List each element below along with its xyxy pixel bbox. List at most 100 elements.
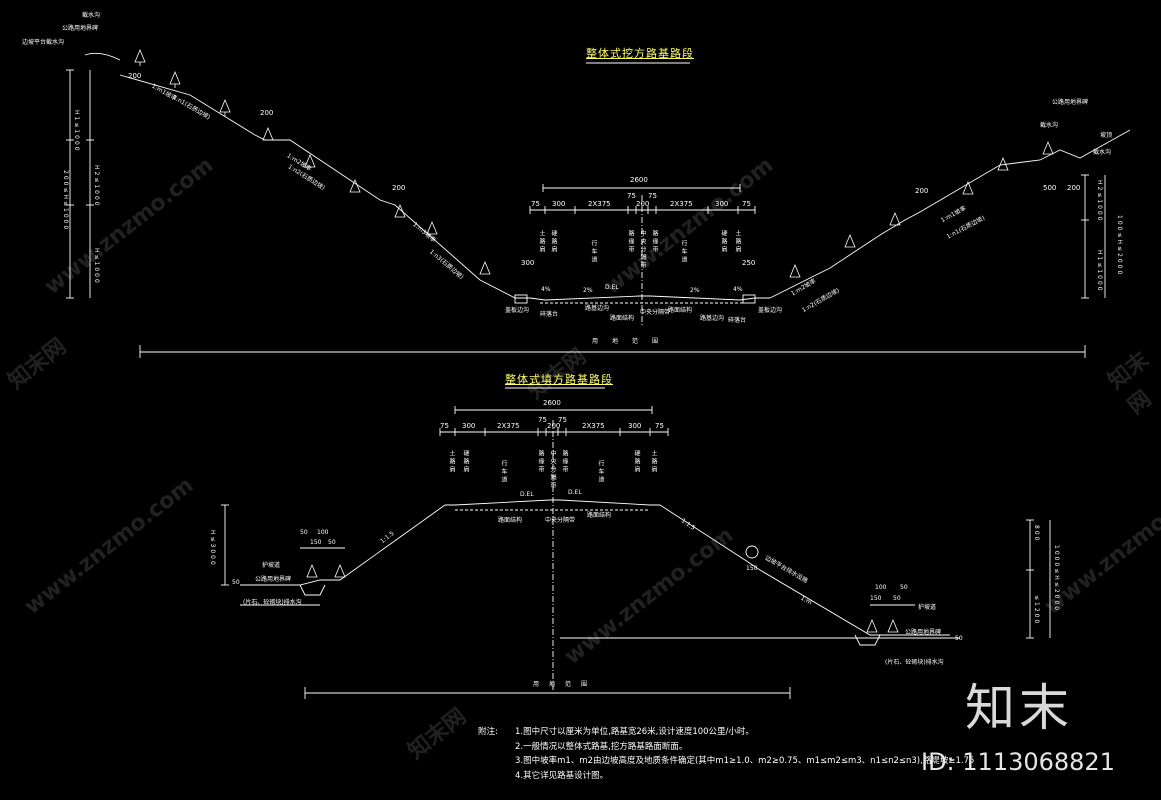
top-pct-right: 2%	[690, 287, 700, 294]
fill-lane-label-2: 行车道	[500, 460, 507, 484]
lane-label-1: 硬路肩	[550, 230, 557, 254]
fill-lane-label-0: 土路肩	[448, 450, 455, 474]
note-line-2: 2.一般情况以整体式路基,挖方路基路面断面。	[515, 741, 688, 752]
notes-block: 1.图中尺寸以厘米为单位,路基宽26米,设计速度100公里/小时。 2.一般情况…	[515, 725, 974, 783]
bottom-dim-7: 300	[628, 422, 642, 430]
fill-right-50: 50	[955, 635, 963, 642]
right-h-label-1: H1≤1000	[1096, 250, 1103, 293]
top-slope-pct-right: 4%	[733, 286, 743, 293]
right-h-label-2: 100≤H≤2000	[1116, 215, 1123, 277]
fill-lane-label-6: 行车道	[597, 460, 604, 484]
bottom-label-8: 盖板边沟	[758, 307, 783, 314]
left-cut-slope	[119, 74, 516, 299]
bottom-dim-2: 2X375	[497, 422, 520, 430]
fill-right-h-1: 1000≤H≤2000	[1053, 545, 1060, 613]
tree-symbols	[134, 48, 1054, 633]
fill-left-label-1: 公路用地界碑	[255, 576, 292, 583]
right-cut-slope	[769, 129, 1131, 299]
right-berm-c: 200	[1067, 184, 1081, 192]
fill-lane-label-4: 中央分隔带	[549, 450, 556, 490]
left-ditch	[514, 294, 528, 304]
top-total-width: 2600	[630, 176, 648, 184]
bottom-label-2: 路基边沟	[585, 305, 610, 312]
fill-lane-label-8: 土路肩	[650, 450, 657, 474]
top-right-label-3: 截水沟	[1093, 149, 1112, 156]
fill-right-dim-0: 100	[875, 584, 887, 591]
fill-section-title: 整体式填方路基路段	[505, 373, 613, 386]
bottom-label-5: 路面结构	[668, 307, 693, 314]
fill-right-dim-1: 50	[900, 584, 908, 591]
right-fill-ditch	[854, 634, 881, 646]
top-pct-left: 2%	[583, 287, 593, 294]
fill-right-label-0: 护坡道	[918, 604, 937, 611]
bottom-dim-1: 300	[462, 422, 476, 430]
left-h-label-1: H2≤1000	[93, 165, 100, 208]
top-left-label-1: 公路用地界碑	[62, 25, 99, 32]
fill-berm-150: 150	[746, 565, 758, 572]
bottom-dim-3: 75	[538, 416, 547, 424]
top-dim-3: 75	[627, 192, 636, 200]
fill-left-dim-1: 100	[317, 529, 329, 536]
top-span-label: 用地范围	[592, 338, 673, 345]
fill-lane-label-7: 硬路肩	[633, 450, 640, 474]
fill-right-label-2: (片石、砼砌块)排水沟	[885, 659, 944, 666]
top-dim-6: 2X375	[670, 200, 693, 208]
fill-right-h-2: ≤1200	[1033, 595, 1040, 626]
lane-label-4: 中央分隔带	[639, 230, 646, 270]
top-slope-pct-left: 4%	[541, 286, 551, 293]
fill-lane-label-5: 路缘带	[561, 450, 568, 474]
brand-logo: 知末	[965, 679, 1073, 737]
top-dim-2: 2X375	[588, 200, 611, 208]
right-ditch	[742, 294, 756, 304]
fill-bottom-label-2: 路面结构	[587, 512, 612, 519]
lane-label-0: 土路肩	[538, 230, 545, 254]
top-right-label-2: 坡顶	[1100, 132, 1113, 139]
fill-left-dim-2: 150	[310, 539, 322, 546]
top-right-label-1: 截水沟	[1040, 122, 1059, 129]
bottom-dim-6: 2X375	[582, 422, 605, 430]
right-berm-a: 200	[915, 187, 929, 195]
top-dim-4: 200	[636, 200, 650, 208]
fill-left-dim-3: 50	[328, 539, 336, 546]
cut-section-title: 整体式挖方路基路段	[586, 47, 694, 60]
bottom-label-7: 碎落台	[728, 317, 747, 324]
top-berm-3: 200	[392, 184, 406, 192]
fill-lane-label-1: 硬路肩	[462, 450, 469, 474]
bottom-dim-4: 200	[547, 422, 561, 430]
top-berm-2: 200	[260, 109, 274, 117]
lane-label-3: 路缘带	[627, 230, 634, 254]
bottom-dim-8: 75	[655, 422, 664, 430]
top-dim-0: 75	[531, 200, 540, 208]
fill-right-label-1: 公路用地界碑	[905, 629, 942, 636]
top-de-label: D.EL	[605, 284, 619, 291]
bottom-dim-5: 75	[558, 416, 567, 424]
lane-label-2: 行车道	[590, 240, 597, 264]
note-line-1: 1.图中尺寸以厘米为单位,路基宽26米,设计速度100公里/小时。	[515, 727, 754, 737]
bottom-label-4: 中央分隔带	[640, 309, 671, 316]
lane-label-5: 路缘带	[651, 230, 658, 254]
fill-left-h: H≤3000	[209, 530, 216, 567]
fill-de-right: D.EL	[568, 489, 582, 496]
top-berm-1: 200	[128, 72, 142, 80]
right-berm-b: 500	[1043, 184, 1057, 192]
lane-label-7: 硬路肩	[720, 230, 727, 254]
fill-de-left: D.EL	[520, 491, 534, 498]
bottom-total-width: 2600	[543, 399, 561, 407]
lane-label-8: 土路肩	[734, 230, 741, 254]
top-dim-7: 300	[715, 200, 729, 208]
bottom-label-1: 碎落台	[540, 311, 559, 318]
top-roadbed	[515, 295, 770, 301]
berm-drain-symbol	[745, 545, 759, 559]
bottom-dim-0: 75	[440, 422, 449, 430]
fill-left-dim-0: 50	[300, 529, 308, 536]
fill-left-label-2: (片石、砼砌块)排水沟	[243, 599, 302, 606]
right-h-label-0: H2≤1000	[1096, 180, 1103, 223]
fill-left-50: 50	[232, 579, 240, 586]
fill-left-label-0: 护坡道	[262, 562, 281, 569]
left-h-label-0: H1≤1000	[73, 110, 80, 153]
bottom-label-6: 路基边沟	[700, 315, 725, 322]
fill-bottom-label-0: 路面结构	[498, 517, 523, 524]
top-dim-1: 300	[552, 200, 566, 208]
top-left-label-2: 边坡平台截水沟	[22, 39, 65, 46]
lane-label-6: 行车道	[680, 240, 687, 264]
